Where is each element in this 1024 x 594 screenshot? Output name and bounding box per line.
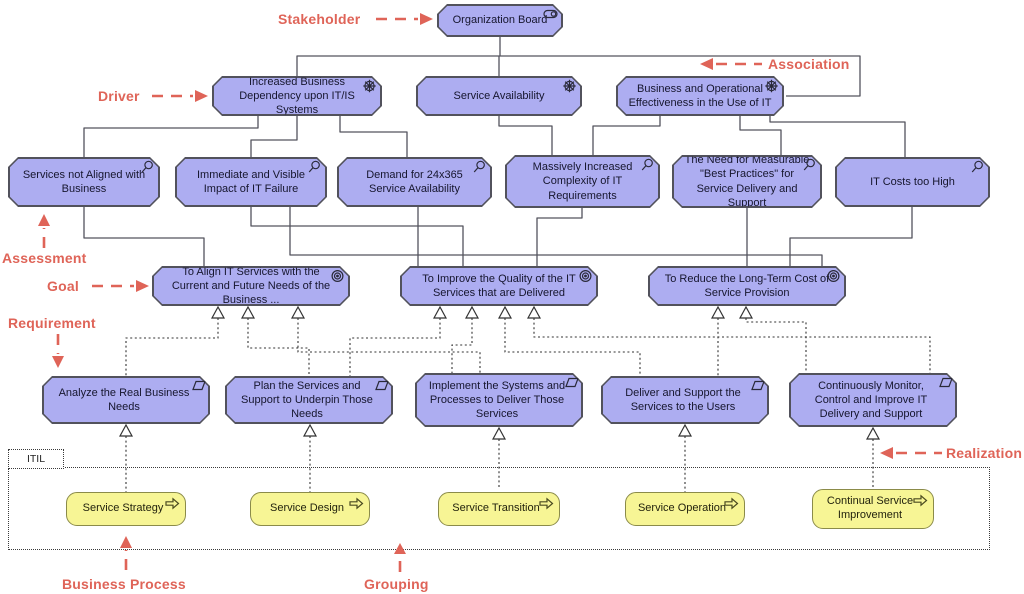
assessment-label: Demand for 24x365 Service Availability xyxy=(339,159,491,206)
itil-group-label: ITIL xyxy=(26,453,46,465)
annotation-driver: Driver xyxy=(98,88,140,104)
requirement-icon xyxy=(190,379,205,393)
requirement-deliver-support-services[interactable]: Deliver and Support the Services to the … xyxy=(601,376,769,424)
annotation-stakeholder: Stakeholder xyxy=(278,11,361,27)
driver-label: Business and Operational Effectiveness i… xyxy=(618,78,783,115)
assessment-icon xyxy=(140,160,155,174)
itil-group-tab[interactable]: ITIL xyxy=(8,449,64,469)
business-process-icon xyxy=(165,497,180,510)
assessment-need-measurable-best-practices[interactable]: The Need for Measurable "Best Practices"… xyxy=(672,155,822,208)
requirement-plan-services-support[interactable]: Plan the Services and Support to Underpi… xyxy=(225,376,393,424)
annotation-goal: Goal xyxy=(47,278,79,294)
annotation-requirement: Requirement xyxy=(8,315,96,331)
assessment-icon xyxy=(472,160,487,174)
business-process-icon xyxy=(539,497,554,510)
requirement-icon xyxy=(937,376,952,390)
assessment-label: The Need for Measurable "Best Practices"… xyxy=(674,157,821,207)
assessment-demand-24x365[interactable]: Demand for 24x365 Service Availability xyxy=(337,157,492,207)
process-label: Continual Service Improvement xyxy=(826,495,914,521)
assessment-it-costs-too-high[interactable]: IT Costs too High xyxy=(835,157,990,207)
driver-service-availability[interactable]: Service Availability xyxy=(416,76,582,116)
goal-icon xyxy=(578,269,593,283)
goal-improve-quality[interactable]: To Improve the Quality of the IT Service… xyxy=(400,266,598,306)
driver-icon xyxy=(764,79,779,93)
requirement-implement-systems-processes[interactable]: Implement the Systems and Processes to D… xyxy=(415,373,583,427)
annotation-association: Association xyxy=(768,56,850,72)
goal-label: To Align IT Services with the Current an… xyxy=(154,268,349,305)
process-service-transition[interactable]: Service Transition xyxy=(438,492,560,526)
process-service-strategy[interactable]: Service Strategy xyxy=(66,492,186,526)
assessment-immediate-visible-impact[interactable]: Immediate and Visible Impact of IT Failu… xyxy=(175,157,327,207)
process-continual-service-improvement[interactable]: Continual Service Improvement xyxy=(812,489,934,529)
assessment-icon xyxy=(802,158,817,172)
goal-icon xyxy=(826,269,841,283)
stakeholder-label: Organization Board xyxy=(439,6,562,36)
requirement-analyze-real-business-needs[interactable]: Analyze the Real Business Needs xyxy=(42,376,210,424)
goal-reduce-long-term-cost[interactable]: To Reduce the Long-Term Cost of Service … xyxy=(648,266,846,306)
business-process-icon xyxy=(724,497,739,510)
annotation-realization: Realization xyxy=(946,445,1023,461)
process-label: Service Transition xyxy=(452,502,540,515)
requirement-label: Implement the Systems and Processes to D… xyxy=(417,375,582,426)
driver-business-operational-effectiveness[interactable]: Business and Operational Effectiveness i… xyxy=(616,76,784,116)
requirement-continuously-monitor-control[interactable]: Continuously Monitor, Control and Improv… xyxy=(789,373,957,427)
assessment-label: Massively Increased Complexity of IT Req… xyxy=(507,157,659,207)
assessment-icon xyxy=(640,158,655,172)
goal-icon xyxy=(330,269,345,283)
goal-label: To Improve the Quality of the IT Service… xyxy=(402,268,597,305)
driver-icon xyxy=(562,79,577,93)
requirement-label: Analyze the Real Business Needs xyxy=(44,378,209,423)
goal-label: To Reduce the Long-Term Cost of Service … xyxy=(650,268,845,305)
requirement-icon xyxy=(749,379,764,393)
driver-label: Service Availability xyxy=(418,78,581,115)
driver-increased-business-dependency[interactable]: Increased Business Dependency upon IT/IS… xyxy=(212,76,382,116)
assessment-massively-increased-complexity[interactable]: Massively Increased Complexity of IT Req… xyxy=(505,155,660,208)
requirement-label: Continuously Monitor, Control and Improv… xyxy=(791,375,956,426)
process-label: Service Strategy xyxy=(82,502,164,515)
process-service-design[interactable]: Service Design xyxy=(250,492,370,526)
business-process-icon xyxy=(349,497,364,510)
assessment-label: IT Costs too High xyxy=(837,159,989,206)
requirement-label: Deliver and Support the Services to the … xyxy=(603,378,768,423)
assessment-icon xyxy=(307,160,322,174)
requirement-label: Plan the Services and Support to Underpi… xyxy=(227,378,392,423)
stakeholder-icon xyxy=(543,7,558,21)
annotation-business-process: Business Process xyxy=(62,576,186,592)
process-label: Service Operation xyxy=(637,502,727,515)
annotation-assessment: Assessment xyxy=(2,250,87,266)
assessment-label: Immediate and Visible Impact of IT Failu… xyxy=(177,159,326,206)
business-process-icon xyxy=(913,494,928,507)
process-service-operation[interactable]: Service Operation xyxy=(625,492,745,526)
stakeholder-organization-board[interactable]: Organization Board xyxy=(437,4,563,37)
requirement-icon xyxy=(563,376,578,390)
goal-align-it-services[interactable]: To Align IT Services with the Current an… xyxy=(152,266,350,306)
assessment-label: Services not Aligned with Business xyxy=(10,159,159,206)
annotation-grouping: Grouping xyxy=(364,576,429,592)
driver-icon xyxy=(362,79,377,93)
process-label: Service Design xyxy=(270,502,344,515)
driver-label: Increased Business Dependency upon IT/IS… xyxy=(214,78,381,115)
requirement-icon xyxy=(373,379,388,393)
assessment-icon xyxy=(970,160,985,174)
assessment-services-not-aligned[interactable]: Services not Aligned with Business xyxy=(8,157,160,207)
